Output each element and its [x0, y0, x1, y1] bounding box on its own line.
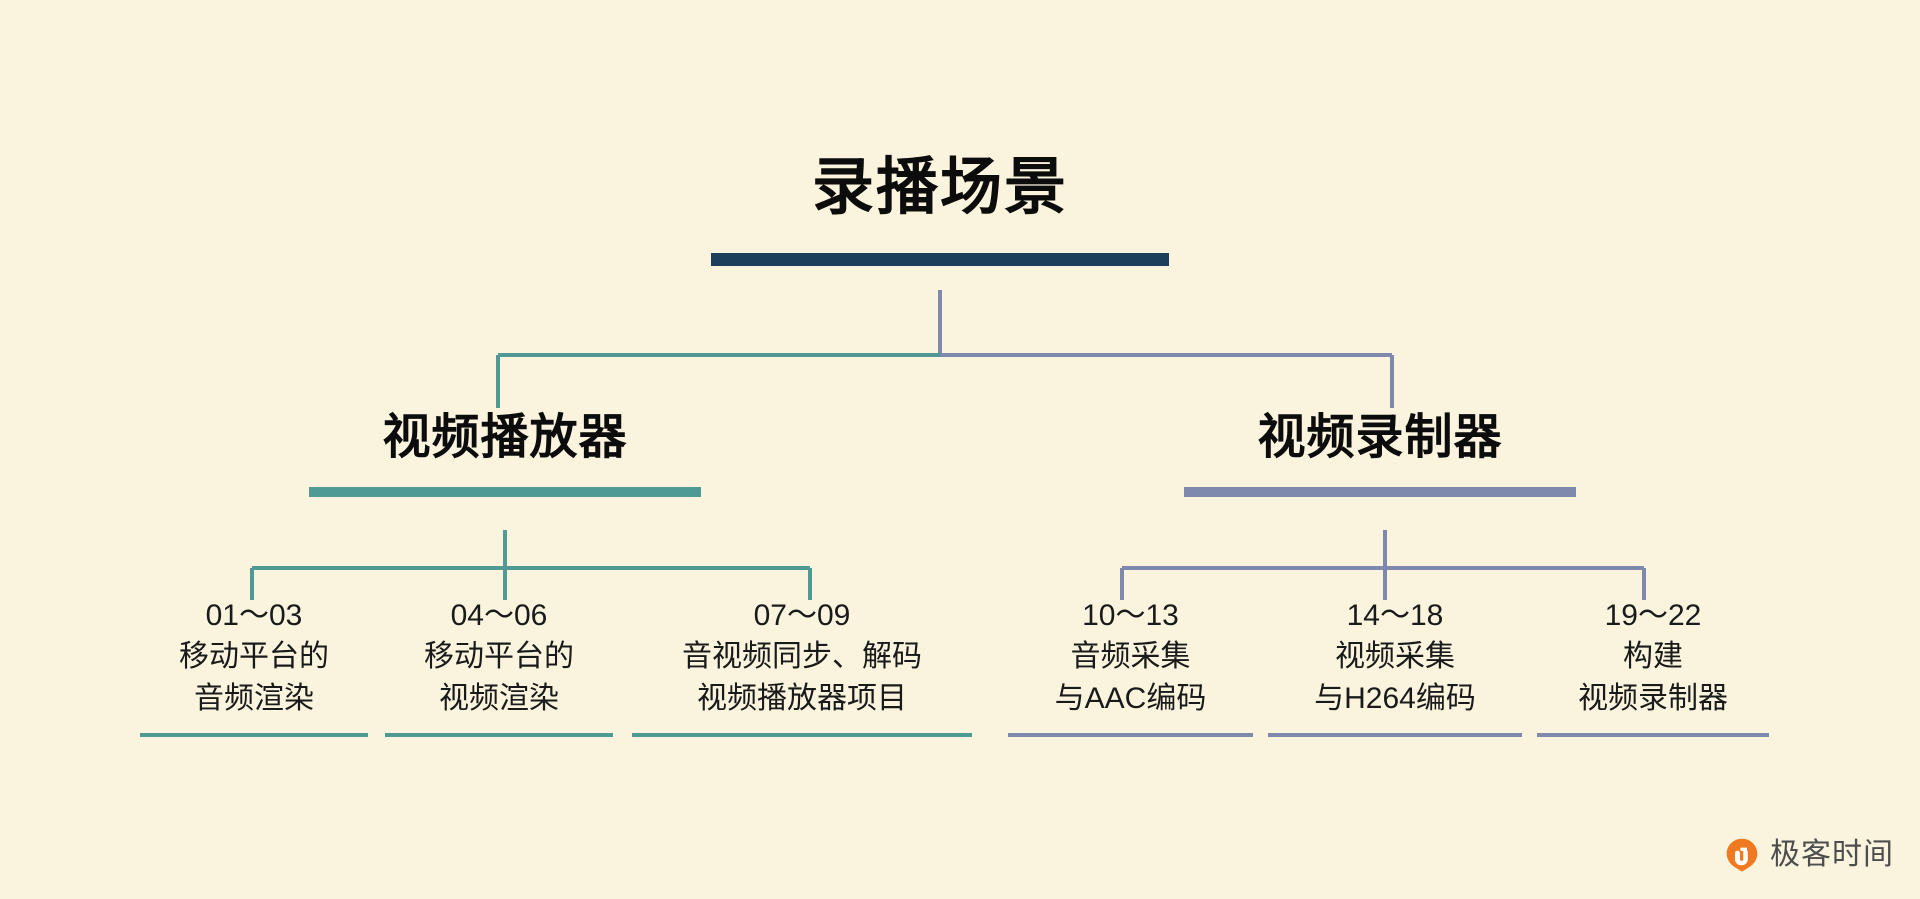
- leaf-range: 19～22: [1604, 599, 1702, 632]
- brand-name: 极客时间: [1770, 838, 1894, 871]
- branch-node-title: 视频播放器: [382, 411, 628, 464]
- branch-node-title: 视频录制器: [1257, 411, 1503, 464]
- leaf-line: 音频采集: [1070, 640, 1191, 674]
- leaf-line: 移动平台的: [424, 640, 574, 674]
- branch-node-video-recorder: 视频录制器: [1100, 410, 1660, 498]
- leaf-line: 音视频同步、解码: [682, 640, 922, 674]
- leaf-line: 与H264编码: [1314, 681, 1476, 715]
- leaf-line: 音频渲染: [194, 681, 314, 715]
- root-node: 录播场景: [660, 152, 1220, 267]
- leaf-underline: [1008, 733, 1253, 738]
- root-node-bar: [711, 253, 1169, 267]
- leaf-node: 01～03 移动平台的 音频渲染: [140, 595, 368, 738]
- root-node-title: 录播场景: [811, 153, 1068, 222]
- leaf-line: 与AAC编码: [1054, 681, 1207, 715]
- leaf-underline: [632, 733, 972, 738]
- leaf-node: 14～18 视频采集 与H264编码: [1268, 595, 1522, 738]
- leaf-range: 07～09: [753, 599, 851, 632]
- branch-node-bar: [1184, 487, 1576, 498]
- leaf-line: 构建: [1623, 640, 1683, 674]
- branch-node-bar: [309, 487, 701, 498]
- leaf-line: 视频渲染: [439, 681, 559, 715]
- leaf-underline: [1268, 733, 1522, 738]
- leaf-node: 10～13 音频采集 与AAC编码: [1008, 595, 1253, 738]
- leaf-range: 14～18: [1346, 599, 1444, 632]
- leaf-line: 视频采集: [1335, 640, 1455, 674]
- leaf-line: 视频播放器项目: [697, 681, 907, 715]
- leaf-range: 01～03: [205, 599, 303, 632]
- branch-node-video-player: 视频播放器: [225, 410, 785, 498]
- leaf-line: 视频录制器: [1578, 681, 1728, 715]
- leaf-underline: [1537, 733, 1769, 738]
- leaf-range: 10～13: [1082, 599, 1179, 632]
- leaf-underline: [385, 733, 613, 738]
- leaf-underline: [140, 733, 368, 738]
- geektime-logo-icon: [1726, 838, 1758, 872]
- leaf-line: 移动平台的: [179, 640, 329, 674]
- leaf-range: 04～06: [450, 599, 548, 632]
- brand-logo: 极客时间: [1724, 837, 1894, 873]
- leaf-node: 04～06 移动平台的 视频渲染: [385, 595, 613, 738]
- leaf-node: 07～09 音视频同步、解码 视频播放器项目: [632, 595, 972, 738]
- leaf-node: 19～22 构建 视频录制器: [1537, 595, 1769, 738]
